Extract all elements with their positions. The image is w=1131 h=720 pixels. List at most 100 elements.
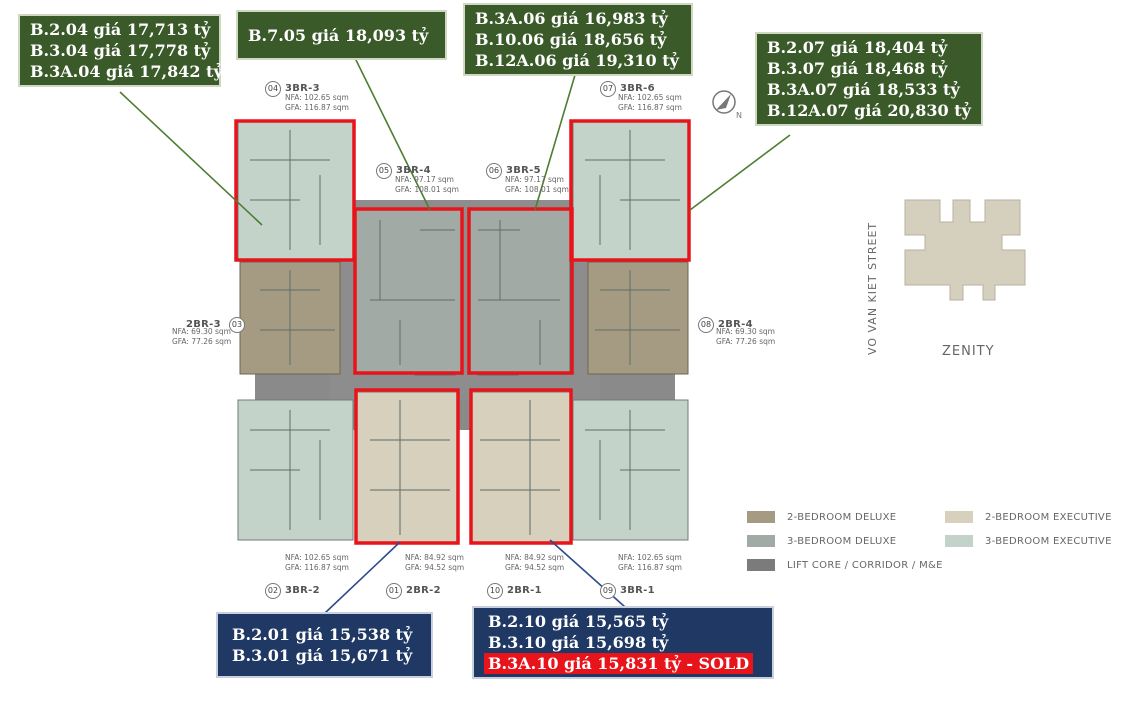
unit-number: 03	[228, 317, 245, 333]
leader-lines-blue	[324, 539, 626, 614]
gfa-text: GFA: 116.87 sqm	[618, 563, 682, 572]
unit-area-09: NFA: 102.65 sqm GFA: 116.87 sqm	[618, 553, 682, 573]
legend-swatch	[747, 535, 775, 547]
unit-area-08: NFA: 69.30 sqm GFA: 77.26 sqm	[716, 327, 775, 347]
legend-item-lift-core: LIFT CORE / CORRIDOR / M&E	[747, 559, 943, 571]
gfa-text: GFA: 94.52 sqm	[405, 563, 465, 572]
price-callout-unit-05: B.7.05 giá 18,093 tỷ	[236, 10, 447, 60]
gfa-text: GFA: 116.87 sqm	[285, 563, 349, 572]
price-line: B.3A.06 giá 16,983 tỷ	[475, 9, 668, 28]
unit-type: 3BR-5	[506, 165, 541, 176]
unit-tag-06: 06 3BR-5	[486, 158, 541, 179]
legend-label: LIFT CORE / CORRIDOR / M&E	[787, 559, 943, 571]
legend-item-2br-deluxe: 2-BEDROOM DELUXE	[747, 511, 896, 523]
unit-number: 01	[386, 583, 402, 599]
unit-01	[356, 391, 458, 543]
unit-type: 3BR-2	[285, 585, 320, 596]
nfa-text: NFA: 69.30 sqm	[172, 327, 231, 336]
legend-label: 3-BEDROOM EXECUTIVE	[985, 535, 1112, 547]
legend-swatch	[747, 511, 775, 523]
price-line: B.3.07 giá 18,468 tỷ	[767, 59, 948, 78]
price-callout-unit-10: B.2.10 giá 15,565 tỷ B.3.10 giá 15,698 t…	[472, 606, 774, 679]
unit-type: 2BR-1	[507, 585, 542, 596]
unit-number: 09	[600, 583, 616, 599]
price-line: B.12A.06 giá 19,310 tỷ	[475, 51, 679, 70]
unit-tag-09: 09 3BR-1	[600, 578, 655, 599]
unit-tag-10: 10 2BR-1	[487, 578, 542, 599]
legend-label: 2-BEDROOM DELUXE	[787, 511, 897, 523]
unit-type: 3BR-3	[285, 83, 320, 94]
unit-area-02: NFA: 102.65 sqm GFA: 116.87 sqm	[285, 553, 349, 573]
price-line: B.7.05 giá 18,093 tỷ	[248, 26, 429, 45]
legend-label: 2-BEDROOM EXECUTIVE	[985, 511, 1112, 523]
unit-area-05: NFA: 97.17 sqm GFA: 108.01 sqm	[395, 175, 459, 195]
gfa-text: GFA: 94.52 sqm	[505, 563, 565, 572]
sold-price-line: B.3A.10 giá 15,831 tỷ - SOLD	[484, 653, 754, 674]
legend-swatch	[945, 511, 973, 523]
unit-08	[587, 261, 689, 375]
site-outline	[904, 199, 1026, 301]
price-line: B.3.01 giá 15,671 tỷ	[232, 646, 413, 665]
price-line: B.2.01 giá 15,538 tỷ	[232, 625, 413, 644]
unit-number: 10	[487, 583, 503, 599]
price-callout-unit-04: B.2.04 giá 17,713 tỷ B.3.04 giá 17,778 t…	[18, 14, 223, 87]
nfa-text: NFA: 97.17 sqm	[395, 175, 454, 184]
gfa-text: GFA: 116.87 sqm	[285, 103, 349, 112]
unit-number: 08	[698, 317, 714, 333]
unit-tag-02: 02 3BR-2	[265, 578, 320, 599]
unit-type: 2BR-4	[718, 319, 753, 330]
unit-area-01: NFA: 84.92 sqm GFA: 94.52 sqm	[405, 553, 464, 573]
legend-item-2br-executive: 2-BEDROOM EXECUTIVE	[945, 511, 1112, 523]
unit-area-04: NFA: 102.65 sqm GFA: 116.87 sqm	[285, 93, 349, 113]
unit-tag-01: 01 2BR-2	[386, 578, 441, 599]
nfa-text: NFA: 84.92 sqm	[405, 553, 464, 562]
price-line: B.10.06 giá 18,656 tỷ	[475, 30, 667, 49]
price-line: B.3.10 giá 15,698 tỷ	[488, 633, 669, 652]
unit-04	[237, 121, 354, 261]
unit-05	[355, 209, 462, 373]
legend-swatch	[945, 535, 973, 547]
site-name: ZENITY	[942, 344, 995, 359]
svg-text:N: N	[736, 111, 742, 120]
room-partitions	[250, 130, 680, 535]
gfa-text: GFA: 108.01 sqm	[505, 185, 569, 194]
price-callout-unit-07: B.2.07 giá 18,404 tỷ B.3.07 giá 18,468 t…	[755, 32, 983, 126]
unit-tag-04: 04 3BR-3	[265, 76, 320, 97]
nfa-text: NFA: 102.65 sqm	[285, 93, 349, 102]
gfa-text: GFA: 77.26 sqm	[716, 337, 776, 346]
leader-lines-green	[119, 57, 791, 226]
unit-area-03: NFA: 69.30 sqm GFA: 77.26 sqm	[172, 327, 231, 347]
legend-swatch	[747, 559, 775, 571]
price-line: B.3A.07 giá 18,533 tỷ	[767, 80, 960, 99]
unit-type: 2BR-2	[406, 585, 441, 596]
unit-tag-03: 2BR-3 03	[186, 312, 249, 333]
unit-number: 02	[265, 583, 281, 599]
compass-icon: N	[712, 90, 742, 120]
gfa-text: GFA: 116.87 sqm	[618, 103, 682, 112]
nfa-text: NFA: 69.30 sqm	[716, 327, 775, 336]
highlight-frames	[234, 119, 691, 545]
price-line: B.3.04 giá 17,778 tỷ	[30, 41, 211, 60]
unit-type: 3BR-6	[620, 83, 655, 94]
gfa-text: GFA: 108.01 sqm	[395, 185, 459, 194]
unit-number: 06	[486, 163, 502, 179]
nfa-text: NFA: 102.65 sqm	[618, 553, 682, 562]
unit-06	[469, 209, 571, 373]
legend-item-3br-executive: 3-BEDROOM EXECUTIVE	[945, 535, 1112, 547]
unit-number: 04	[265, 81, 281, 97]
gfa-text: GFA: 77.26 sqm	[172, 337, 232, 346]
legend-item-3br-deluxe: 3-BEDROOM DELUXE	[747, 535, 896, 547]
street-label: VO VAN KIET STREET	[866, 221, 879, 355]
price-callout-unit-06: B.3A.06 giá 16,983 tỷ B.10.06 giá 18,656…	[463, 3, 693, 76]
nfa-text: NFA: 84.92 sqm	[505, 553, 564, 562]
nfa-text: NFA: 102.65 sqm	[285, 553, 349, 562]
unit-type: 2BR-3	[186, 319, 221, 330]
unit-type: 3BR-1	[620, 585, 655, 596]
nfa-text: NFA: 97.17 sqm	[505, 175, 564, 184]
price-line: B.12A.07 giá 20,830 tỷ	[767, 101, 971, 120]
price-line: B.2.04 giá 17,713 tỷ	[30, 20, 211, 39]
nfa-text: NFA: 102.65 sqm	[618, 93, 682, 102]
price-line: B.2.07 giá 18,404 tỷ	[767, 38, 948, 57]
